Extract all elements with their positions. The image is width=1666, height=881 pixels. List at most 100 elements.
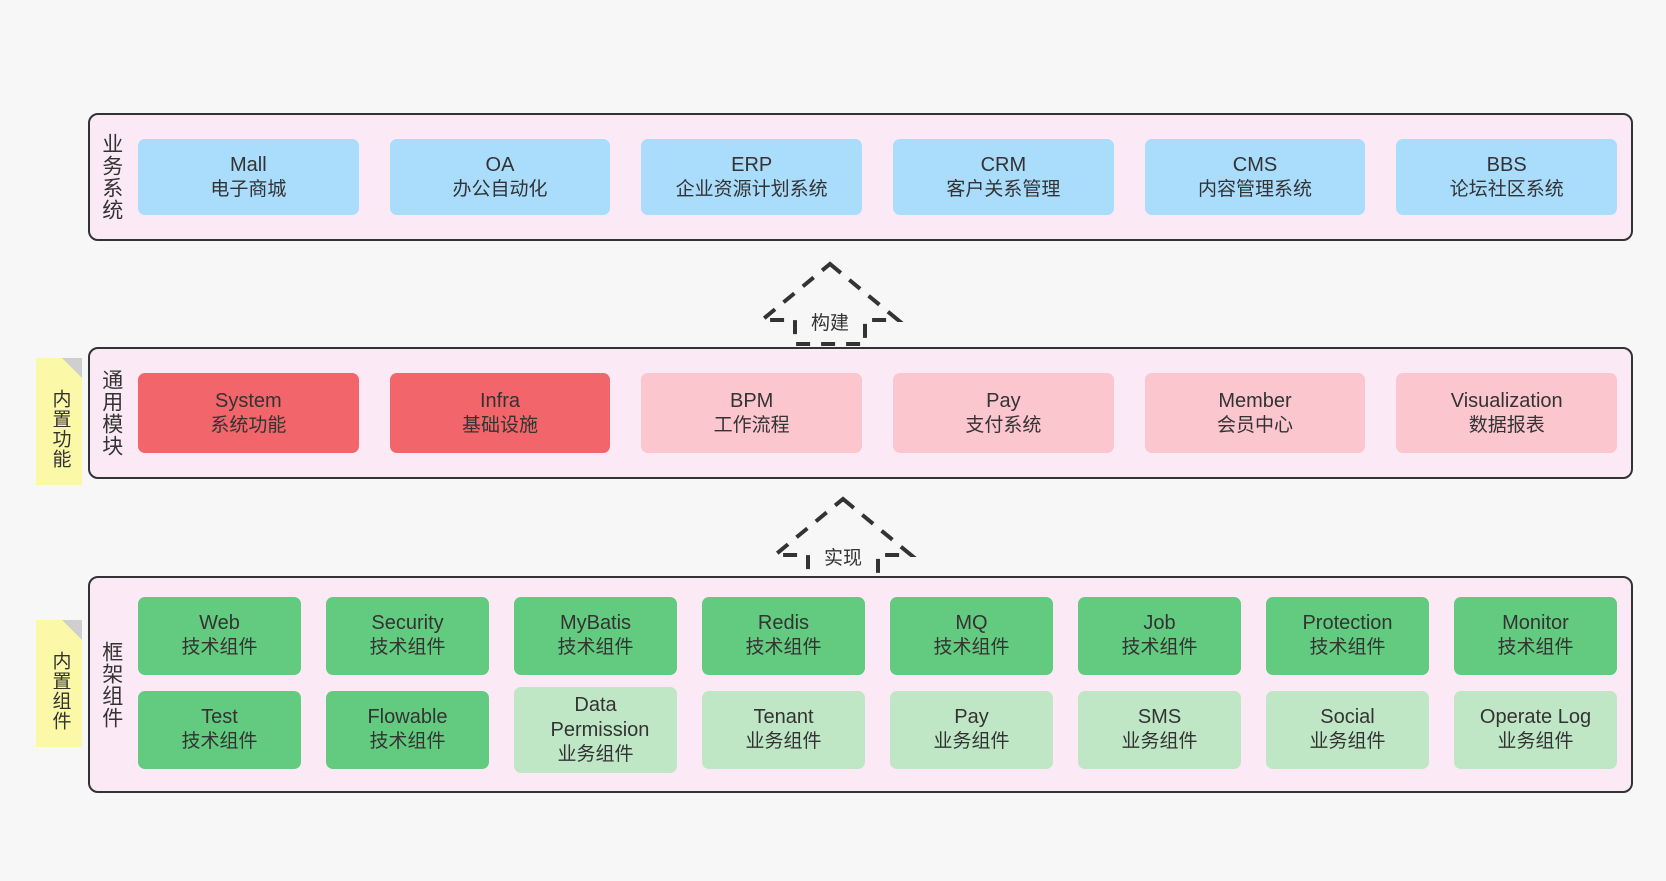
box-bbs[interactable]: BBS 论坛社区系统: [1396, 139, 1618, 215]
box-bpm[interactable]: BPM 工作流程: [641, 373, 863, 453]
box-job-cn: 技术组件: [1121, 637, 1198, 659]
box-system-en: System: [214, 389, 282, 412]
box-job-en: Job: [1143, 612, 1176, 635]
box-job[interactable]: Job 技术组件: [1078, 596, 1241, 675]
box-system-cn: 系统功能: [210, 414, 287, 436]
box-social[interactable]: Social 业务组件: [1266, 690, 1429, 769]
layer-body-business-system: Mall 电子商城 OA 办公自动化 ERP 企业资源计划系统 CRM 客户关系…: [132, 115, 1631, 239]
box-operate-log-cn: 业务组件: [1497, 731, 1574, 753]
box-erp-cn: 企业资源计划系统: [675, 178, 828, 200]
layer-body-common-module: System 系统功能 Infra 基础设施 BPM 工作流程 Pay 支付系统…: [132, 349, 1631, 477]
box-oa[interactable]: OA 办公自动化: [389, 139, 611, 215]
box-social-en: Social: [1320, 706, 1375, 729]
box-crm-cn: 客户关系管理: [946, 178, 1061, 200]
box-mybatis-en: MyBatis: [559, 612, 632, 635]
box-data-permission-cn: 业务组件: [557, 743, 634, 765]
note-builtin-features: 内置功能: [36, 358, 82, 485]
box-crm[interactable]: CRM 客户关系管理: [893, 139, 1114, 215]
box-oa-cn: 办公自动化: [452, 178, 548, 200]
box-security[interactable]: Security 技术组件: [326, 596, 489, 675]
box-bbs-en: BBS: [1486, 153, 1527, 176]
box-infra[interactable]: Infra 基础设施: [389, 373, 611, 453]
box-protection-en: Protection: [1302, 612, 1393, 635]
box-operate-log[interactable]: Operate Log 业务组件: [1454, 690, 1617, 769]
box-redis[interactable]: Redis 技术组件: [702, 596, 865, 675]
box-mybatis[interactable]: MyBatis 技术组件: [514, 596, 677, 675]
arrow-build: 构建: [755, 258, 905, 348]
layer-common-module: 通用模块 System 系统功能 Infra 基础设施 BPM 工作流程 Pay…: [88, 347, 1633, 479]
box-security-cn: 技术组件: [369, 637, 446, 659]
box-tenant[interactable]: Tenant 业务组件: [702, 690, 865, 769]
box-protection-cn: 技术组件: [1309, 637, 1386, 659]
box-pay-module-cn: 支付系统: [965, 414, 1042, 436]
layer-title-framework-component: 框架组件: [99, 640, 123, 729]
box-erp[interactable]: ERP 企业资源计划系统: [641, 139, 863, 215]
box-bpm-en: BPM: [730, 389, 774, 412]
box-tenant-en: Tenant: [753, 706, 814, 729]
box-monitor-en: Monitor: [1502, 612, 1569, 635]
box-mybatis-cn: 技术组件: [557, 637, 634, 659]
box-pay-component-en: Pay: [954, 706, 989, 729]
arrow-implement-label: 实现: [823, 548, 863, 569]
box-oa-en: OA: [485, 153, 515, 176]
box-mq[interactable]: MQ 技术组件: [890, 596, 1053, 675]
box-system[interactable]: System 系统功能: [138, 373, 359, 453]
row-business-components: Test 技术组件 Flowable 技术组件 Data Permission …: [138, 686, 1617, 773]
note-builtin-components-label: 内置组件: [49, 650, 71, 731]
box-sms[interactable]: SMS 业务组件: [1078, 690, 1241, 769]
box-security-en: Security: [371, 612, 444, 635]
box-visualization-cn: 数据报表: [1468, 414, 1545, 436]
box-test-en: Test: [201, 706, 238, 729]
layer-business-system: 业务系统 Mall 电子商城 OA 办公自动化 ERP 企业资源计划系统 CRM…: [88, 113, 1633, 241]
box-infra-en: Infra: [479, 389, 521, 412]
row-business-systems: Mall 电子商城 OA 办公自动化 ERP 企业资源计划系统 CRM 客户关系…: [138, 139, 1618, 215]
row-tech-components: Web 技术组件 Security 技术组件 MyBatis 技术组件 Redi…: [138, 596, 1617, 675]
layer-framework-component: 框架组件 Web 技术组件 Security 技术组件 MyBatis 技术组件…: [88, 576, 1633, 793]
box-pay-component-cn: 业务组件: [933, 731, 1010, 753]
box-redis-cn: 技术组件: [745, 637, 822, 659]
box-bpm-cn: 工作流程: [713, 414, 790, 436]
box-flowable-cn: 技术组件: [369, 731, 446, 753]
box-operate-log-en: Operate Log: [1479, 706, 1592, 729]
box-web-en: Web: [199, 612, 240, 635]
box-cms[interactable]: CMS 内容管理系统: [1144, 139, 1366, 215]
box-data-permission[interactable]: Data Permission 业务组件: [514, 686, 677, 773]
arrow-build-shape: [756, 261, 904, 346]
layer-body-framework-component: Web 技术组件 Security 技术组件 MyBatis 技术组件 Redi…: [132, 578, 1631, 791]
box-monitor[interactable]: Monitor 技术组件: [1454, 596, 1617, 675]
row-common-modules: System 系统功能 Infra 基础设施 BPM 工作流程 Pay 支付系统…: [138, 373, 1618, 453]
box-mall-en: Mall: [230, 153, 267, 176]
box-flowable[interactable]: Flowable 技术组件: [326, 690, 489, 769]
box-mall-cn: 电子商城: [210, 178, 287, 200]
box-monitor-cn: 技术组件: [1497, 637, 1574, 659]
arrow-build-label: 构建: [810, 313, 850, 334]
box-protection[interactable]: Protection 技术组件: [1266, 596, 1429, 675]
box-bbs-cn: 论坛社区系统: [1449, 178, 1564, 200]
box-member-cn: 会员中心: [1217, 414, 1294, 436]
arrow-implement: 实现: [768, 493, 918, 583]
box-member[interactable]: Member 会员中心: [1144, 373, 1366, 453]
box-tenant-cn: 业务组件: [745, 731, 822, 753]
box-pay-module-en: Pay: [986, 389, 1021, 412]
note-fold-corner-icon: [62, 620, 82, 640]
box-redis-en: Redis: [757, 612, 810, 635]
layer-title-business-system: 业务系统: [99, 133, 123, 221]
box-visualization-en: Visualization: [1450, 389, 1563, 412]
box-cms-cn: 内容管理系统: [1198, 178, 1313, 200]
note-builtin-components: 内置组件: [36, 620, 82, 747]
box-web[interactable]: Web 技术组件: [138, 596, 301, 675]
note-builtin-features-label: 内置功能: [49, 388, 71, 469]
box-member-en: Member: [1218, 389, 1292, 412]
box-erp-en: ERP: [731, 153, 773, 176]
layer-title-common-module: 通用模块: [99, 369, 123, 457]
box-visualization[interactable]: Visualization 数据报表: [1396, 373, 1618, 453]
box-test[interactable]: Test 技术组件: [138, 690, 301, 769]
note-fold-corner-icon: [62, 358, 82, 378]
box-crm-en: CRM: [980, 153, 1027, 176]
box-mall[interactable]: Mall 电子商城: [138, 139, 359, 215]
box-infra-cn: 基础设施: [462, 414, 539, 436]
box-pay-module[interactable]: Pay 支付系统: [893, 373, 1114, 453]
box-pay-component[interactable]: Pay 业务组件: [890, 690, 1053, 769]
box-data-permission-en: Data Permission: [550, 693, 650, 741]
box-sms-en: SMS: [1137, 706, 1182, 729]
